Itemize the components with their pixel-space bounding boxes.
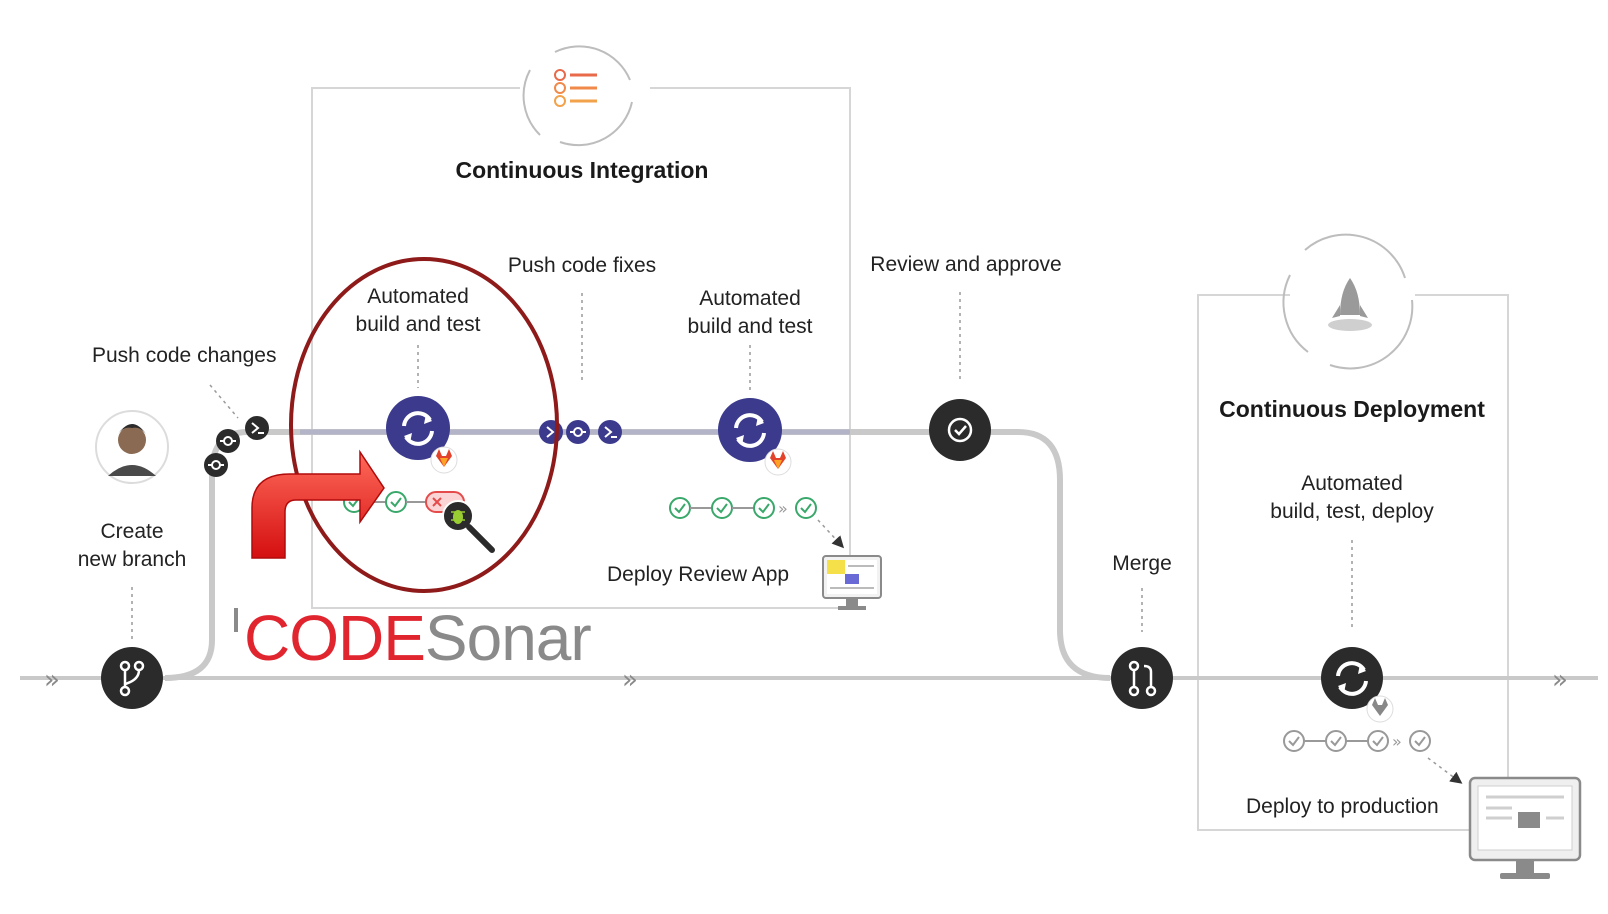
svg-text:»: » bbox=[1552, 665, 1568, 695]
label-automated-build-2-line1: Automated bbox=[699, 287, 801, 310]
label-create-branch-line1: Create bbox=[100, 520, 164, 543]
merge-icon bbox=[1111, 647, 1173, 709]
codesonar-logo-sonar: Sonar bbox=[424, 602, 592, 674]
label-create-branch: Create new branch bbox=[78, 518, 187, 574]
cd-box bbox=[1197, 294, 1509, 831]
codesonar-logo: CODESonar bbox=[234, 606, 592, 670]
gitlab-fox-icon-3 bbox=[1366, 695, 1394, 723]
label-review-and-approve: Review and approve bbox=[870, 253, 1062, 276]
highlight-circle bbox=[289, 257, 559, 593]
label-deploy-review-app: Deploy Review App bbox=[607, 563, 790, 586]
codesonar-logo-tick bbox=[234, 608, 238, 632]
label-automated-build-1-line2: build and test bbox=[355, 313, 481, 336]
ci-box bbox=[311, 87, 851, 609]
svg-text:»: » bbox=[622, 665, 638, 695]
user-avatar-icon bbox=[95, 410, 169, 484]
label-push-code-changes: Push code changes bbox=[92, 344, 277, 367]
gitlab-fox-icon-2 bbox=[764, 448, 792, 476]
label-automated-build-deploy-line1: Automated bbox=[1301, 472, 1403, 495]
cd-title: Continuous Deployment bbox=[1219, 396, 1485, 422]
label-deploy-to-production: Deploy to production bbox=[1246, 795, 1439, 818]
rocket-icon bbox=[1282, 233, 1414, 370]
branch-icon bbox=[101, 647, 163, 709]
push-changes-nodes bbox=[204, 416, 269, 477]
check-circle-icon bbox=[929, 399, 991, 461]
svg-text:»: » bbox=[778, 499, 788, 518]
sync-icon-cd bbox=[1321, 647, 1383, 709]
svg-text:»: » bbox=[44, 665, 60, 695]
monitor-icon-production bbox=[1468, 776, 1582, 879]
gitlab-fox-icon-1 bbox=[430, 446, 458, 474]
label-automated-build-1: Automated build and test bbox=[356, 283, 481, 339]
sync-icon-ci-2 bbox=[718, 398, 782, 462]
label-automated-build-1-line1: Automated bbox=[367, 285, 469, 308]
codesonar-logo-code: CODE bbox=[244, 602, 426, 674]
label-merge: Merge bbox=[1112, 552, 1172, 575]
job-status-row-3: » bbox=[1283, 730, 1431, 752]
label-push-code-fixes: Push code fixes bbox=[507, 254, 657, 277]
job-status-row-2: » bbox=[669, 497, 817, 519]
svg-text:»: » bbox=[1392, 732, 1402, 751]
checklist-icon bbox=[522, 45, 633, 147]
label-create-branch-line2: new branch bbox=[77, 548, 187, 571]
label-connectors bbox=[131, 292, 1463, 784]
push-fixes-nodes bbox=[539, 420, 622, 444]
label-automated-build-deploy-line2: build, test, deploy bbox=[1270, 500, 1434, 523]
monitor-icon-review-app bbox=[822, 555, 882, 610]
sync-icon-ci-1 bbox=[386, 396, 450, 460]
label-automated-build-2-line2: build and test bbox=[687, 315, 813, 338]
red-arrow-icon bbox=[251, 449, 385, 559]
label-automated-build-deploy: Automated build, test, deploy bbox=[1270, 470, 1433, 526]
ci-title: Continuous Integration bbox=[455, 157, 709, 183]
label-automated-build-2: Automated build and test bbox=[688, 285, 813, 341]
bug-magnifier-icon bbox=[442, 500, 495, 553]
